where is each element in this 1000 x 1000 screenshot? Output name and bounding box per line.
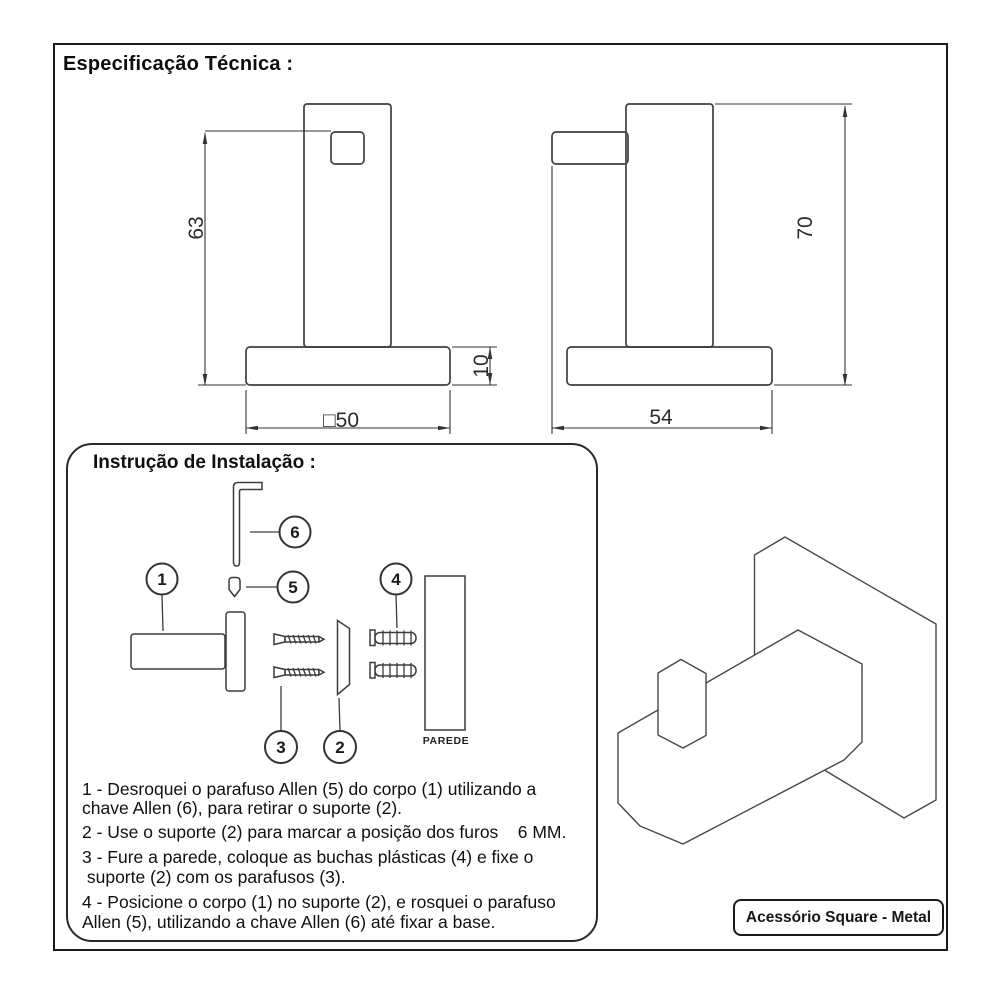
- step-line: Allen (5), utilizando a chave Allen (6) …: [82, 912, 496, 932]
- installation-box: [66, 443, 598, 942]
- step-line: chave Allen (6), para retirar o suporte …: [82, 798, 403, 818]
- step-line: 3 - Fure a parede, coloque as buchas plá…: [82, 847, 534, 867]
- step-line: suporte (2) com os parafusos (3).: [82, 867, 346, 887]
- installation-title: Instrução de Instalação :: [93, 452, 316, 473]
- step-line: 2 - Use o suporte (2) para marcar a posi…: [82, 822, 567, 842]
- step-line: 4 - Posicione o corpo (1) no suporte (2)…: [82, 892, 556, 912]
- product-name-badge: Acessório Square - Metal: [733, 899, 944, 936]
- page-title: Especificação Técnica :: [63, 53, 294, 75]
- step-line: 1 - Desroquei o parafuso Allen (5) do co…: [82, 779, 537, 799]
